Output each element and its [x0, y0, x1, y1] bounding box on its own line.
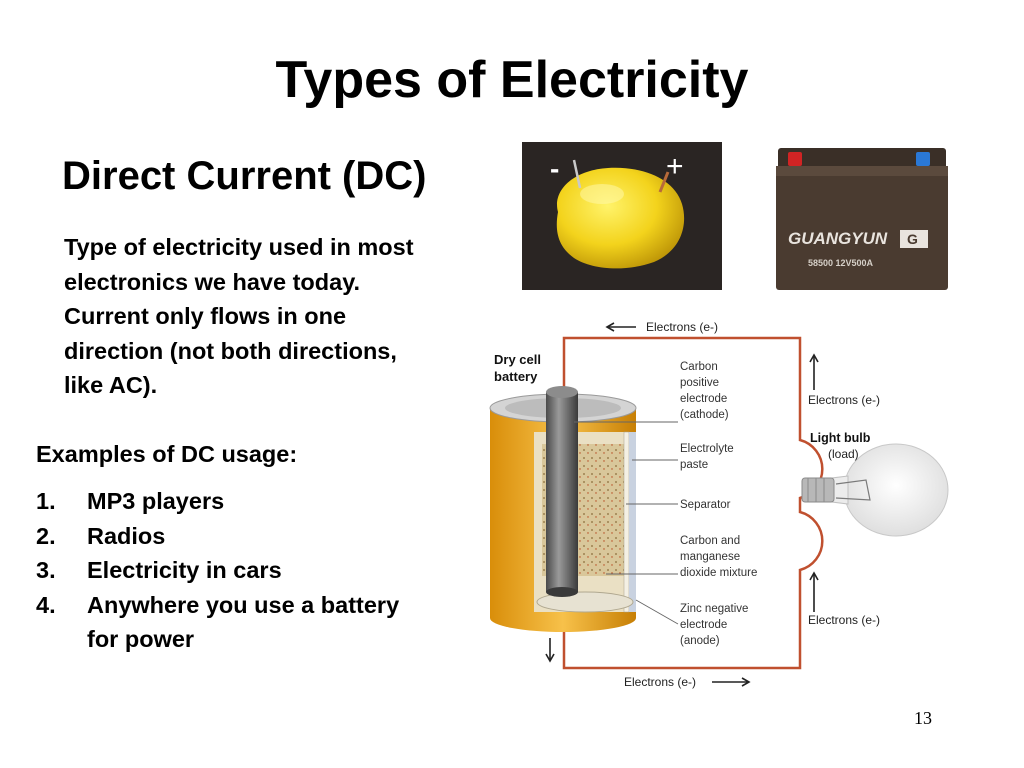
leader-lines	[574, 421, 679, 625]
plus-sign: +	[666, 150, 684, 183]
cathode-label: Carbon positive electrode (cathode)	[680, 361, 731, 421]
anode-label: Zinc negative electrode (anode)	[680, 603, 752, 647]
list-item: 3. Electricity in cars	[36, 553, 486, 588]
carbon-rod-cap	[546, 386, 578, 398]
battery-lid	[778, 148, 946, 170]
bulb-base	[801, 477, 835, 503]
negative-terminal	[916, 152, 930, 166]
dc-description: Type of electricity used in most electro…	[64, 230, 494, 403]
lemon-highlight	[580, 184, 624, 204]
separator-layer	[623, 431, 630, 613]
page-number: 13	[914, 708, 932, 728]
electrons-right-top-label: Electrons (e-)	[808, 393, 880, 407]
electrons-top-label: Electrons (e-)	[646, 320, 718, 334]
carbon-rod-bottom	[546, 587, 578, 597]
battery-logo-box	[900, 230, 928, 248]
list-item-text: Anywhere you use a battery	[87, 591, 400, 618]
lemon-battery-image: - +	[522, 142, 722, 290]
description-line: like AC).	[64, 372, 158, 398]
carbon-rod	[546, 392, 578, 592]
battery-logo: G	[907, 231, 918, 247]
list-item: 2. Radios	[36, 519, 486, 554]
electrons-bottom-label: Electrons (e-)	[624, 675, 696, 689]
dry-cell-diagram: Dry cell battery Electrons (e-) Electron…	[489, 320, 949, 689]
list-item-text: MP3 players	[87, 488, 225, 514]
electrons-right-bottom-label: Electrons (e-)	[808, 613, 880, 627]
mixture-label: Carbon and manganese dioxide mixture	[680, 535, 757, 579]
list-item-number: 1.	[36, 488, 56, 514]
bulb-filament	[835, 479, 871, 501]
slide-title: Types of Electricity	[275, 51, 749, 109]
battery-body	[776, 166, 948, 290]
car-battery-image: GUANGYUN G 58500 12V500A	[776, 148, 948, 290]
list-item-text: Radios	[87, 522, 166, 549]
separator-label: Separator	[680, 499, 731, 511]
arrow-right-icon	[712, 677, 751, 687]
battery-brand: GUANGYUN	[788, 229, 888, 248]
light-bulb-label: Light bulb	[810, 431, 871, 445]
circuit-wire	[562, 336, 824, 670]
list-item-number: 3.	[36, 557, 56, 583]
arrow-up-icon	[809, 353, 819, 390]
positive-nail	[658, 171, 670, 193]
battery-bottom-inner	[536, 591, 634, 613]
list-item-text: for power	[87, 626, 195, 652]
description-line: Current only flows in one	[64, 303, 347, 329]
arrow-down-icon	[545, 638, 555, 663]
electrolyte-label: Electrolyte paste	[680, 443, 737, 471]
slide-subtitle: Direct Current (DC)	[62, 154, 427, 198]
battery-model: 58500 12V500A	[808, 258, 874, 268]
battery-top-band	[776, 166, 948, 176]
arrow-left-icon	[605, 322, 636, 332]
minus-sign: -	[550, 153, 559, 184]
bulb-glass	[843, 443, 949, 537]
description-line: electronics we have today.	[64, 268, 361, 295]
list-item-number: 2.	[36, 522, 56, 549]
examples-heading: Examples of DC usage:	[36, 441, 298, 467]
description-line: Type of electricity used in most	[64, 234, 414, 260]
electrolyte-layer	[629, 432, 636, 612]
dry-cell-label: Dry cell battery	[494, 352, 545, 384]
load-label: (load)	[828, 447, 859, 461]
arrow-up-icon	[809, 571, 819, 612]
list-item: 4. Anywhere you use a battery for power	[36, 588, 486, 657]
positive-terminal	[788, 152, 802, 166]
list-item-number: 4.	[36, 591, 56, 618]
description-line: direction (not both directions,	[64, 337, 397, 364]
list-item: 1. MP3 players	[36, 484, 486, 519]
examples-list: 1. MP3 players 2. Radios 3. Electricity …	[36, 484, 486, 657]
list-item-text: Electricity in cars	[87, 557, 282, 583]
negative-nail	[572, 159, 582, 189]
